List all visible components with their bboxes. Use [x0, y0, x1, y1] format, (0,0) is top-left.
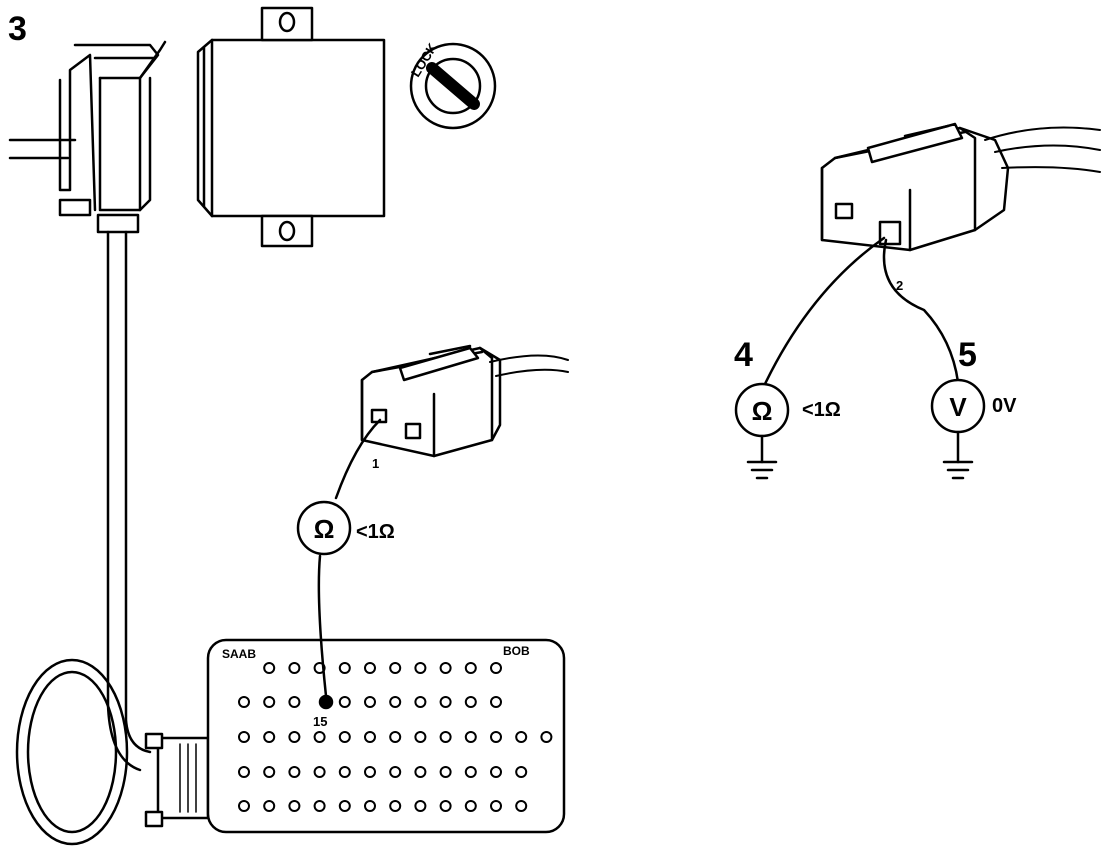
bob-pin-hole [238, 696, 250, 708]
bob-pin-hole [288, 766, 301, 778]
bob-pin-hole [238, 731, 250, 743]
bob-pin-hole [414, 696, 427, 708]
bob-pin-hole [414, 800, 427, 812]
bob-pin-hole [364, 800, 376, 812]
bob-pin-15-probe [318, 694, 334, 710]
right-test-lead-ohm [762, 236, 886, 388]
bob-pin-hole [414, 766, 427, 778]
bob-pin-hole [414, 662, 427, 674]
right-test-lead-volt [882, 238, 960, 384]
step-five: 5 [958, 336, 977, 374]
bob-pin-hole [288, 662, 301, 674]
bob-pin-hole [364, 731, 376, 743]
right-test-connector [820, 122, 1101, 252]
bob-pin-hole [490, 662, 502, 674]
ground-symbol-ohm [746, 434, 778, 480]
right-ohm-reading: <1Ω [802, 399, 841, 421]
bob-pin-hole [389, 800, 402, 812]
bob-pin-hole [439, 766, 452, 778]
bob-pin-hole [313, 731, 326, 743]
bob-pin-hole [263, 766, 276, 778]
bob-pin-hole [364, 662, 376, 674]
bob-pin-hole [263, 662, 276, 674]
left-test-connector [360, 344, 569, 458]
bob-pin-hole [338, 662, 351, 674]
control-module [196, 6, 386, 248]
lock-cylinder: LOCK [408, 40, 497, 130]
bob-pin-hole [338, 800, 351, 812]
bob-brand-right: BOB [503, 644, 530, 658]
bob-pin-hole [464, 696, 477, 708]
bob-pin-hole [389, 662, 402, 674]
right-test-pin-label: 2 [896, 278, 903, 293]
bob-pin-hole [414, 731, 427, 743]
bob-pin-hole [490, 766, 502, 778]
bob-pin-hole [263, 731, 276, 743]
bob-pin-hole [238, 800, 250, 812]
bob-pin-hole [515, 800, 528, 812]
left-test-pin-label: 1 [372, 456, 379, 471]
bob-pin-hole [464, 766, 477, 778]
bob-pin-hole [313, 662, 326, 674]
bob-pin-hole [389, 766, 402, 778]
harness-connector [8, 40, 167, 772]
step-four: 4 [734, 336, 753, 374]
ground-symbol-volt [942, 430, 974, 480]
bob-pin-hole [288, 731, 301, 743]
bob-plug [144, 732, 210, 828]
bob-pin-hole [313, 800, 326, 812]
right-ohmmeter-symbol: Ω [752, 396, 773, 426]
bob-pin-hole [464, 800, 477, 812]
bob-pin-label: 15 [313, 714, 327, 729]
bob-pin-hole [464, 662, 477, 674]
bob-pin-hole [338, 731, 351, 743]
bob-pin-hole [515, 731, 528, 743]
bob-pin-hole [288, 696, 301, 708]
bob-pin-hole [288, 800, 301, 812]
bob-pin-hole [238, 766, 250, 778]
left-test-lead-1 [334, 418, 382, 500]
bob-pin-hole [439, 662, 452, 674]
bob-pin-hole [515, 766, 528, 778]
bob-pin-hole [364, 696, 376, 708]
bob-pin-holes [238, 662, 553, 812]
bob-pin-hole [338, 696, 351, 708]
bob-brand-left: SAAB [222, 647, 256, 661]
bob-pin-hole [389, 696, 402, 708]
bob-pin-hole [490, 731, 502, 743]
break-out-box: SAAB BOB 15 [206, 638, 566, 834]
bob-pin-hole [464, 731, 477, 743]
bob-pin-hole [389, 731, 402, 743]
cable-loop [15, 658, 129, 846]
bob-pin-hole [364, 766, 376, 778]
left-ohmmeter-symbol: Ω [314, 514, 335, 544]
step-number: 3 [8, 10, 27, 48]
left-test-reading: <1Ω [356, 521, 395, 543]
bob-pin-hole [313, 766, 326, 778]
bob-pin-hole [439, 800, 452, 812]
bob-pin-hole [263, 800, 276, 812]
right-volt-reading: 0V [992, 395, 1017, 417]
bob-pin-hole [540, 731, 553, 743]
bob-pin-hole [338, 766, 351, 778]
bob-pin-hole [490, 800, 502, 812]
right-voltmeter-symbol: V [949, 392, 967, 422]
bob-pin-hole [439, 696, 452, 708]
bob-pin-hole [263, 696, 276, 708]
bob-pin-hole [490, 696, 502, 708]
left-ohmmeter [296, 500, 352, 556]
bob-pin-hole [439, 731, 452, 743]
left-test-lead-2 [317, 554, 328, 698]
